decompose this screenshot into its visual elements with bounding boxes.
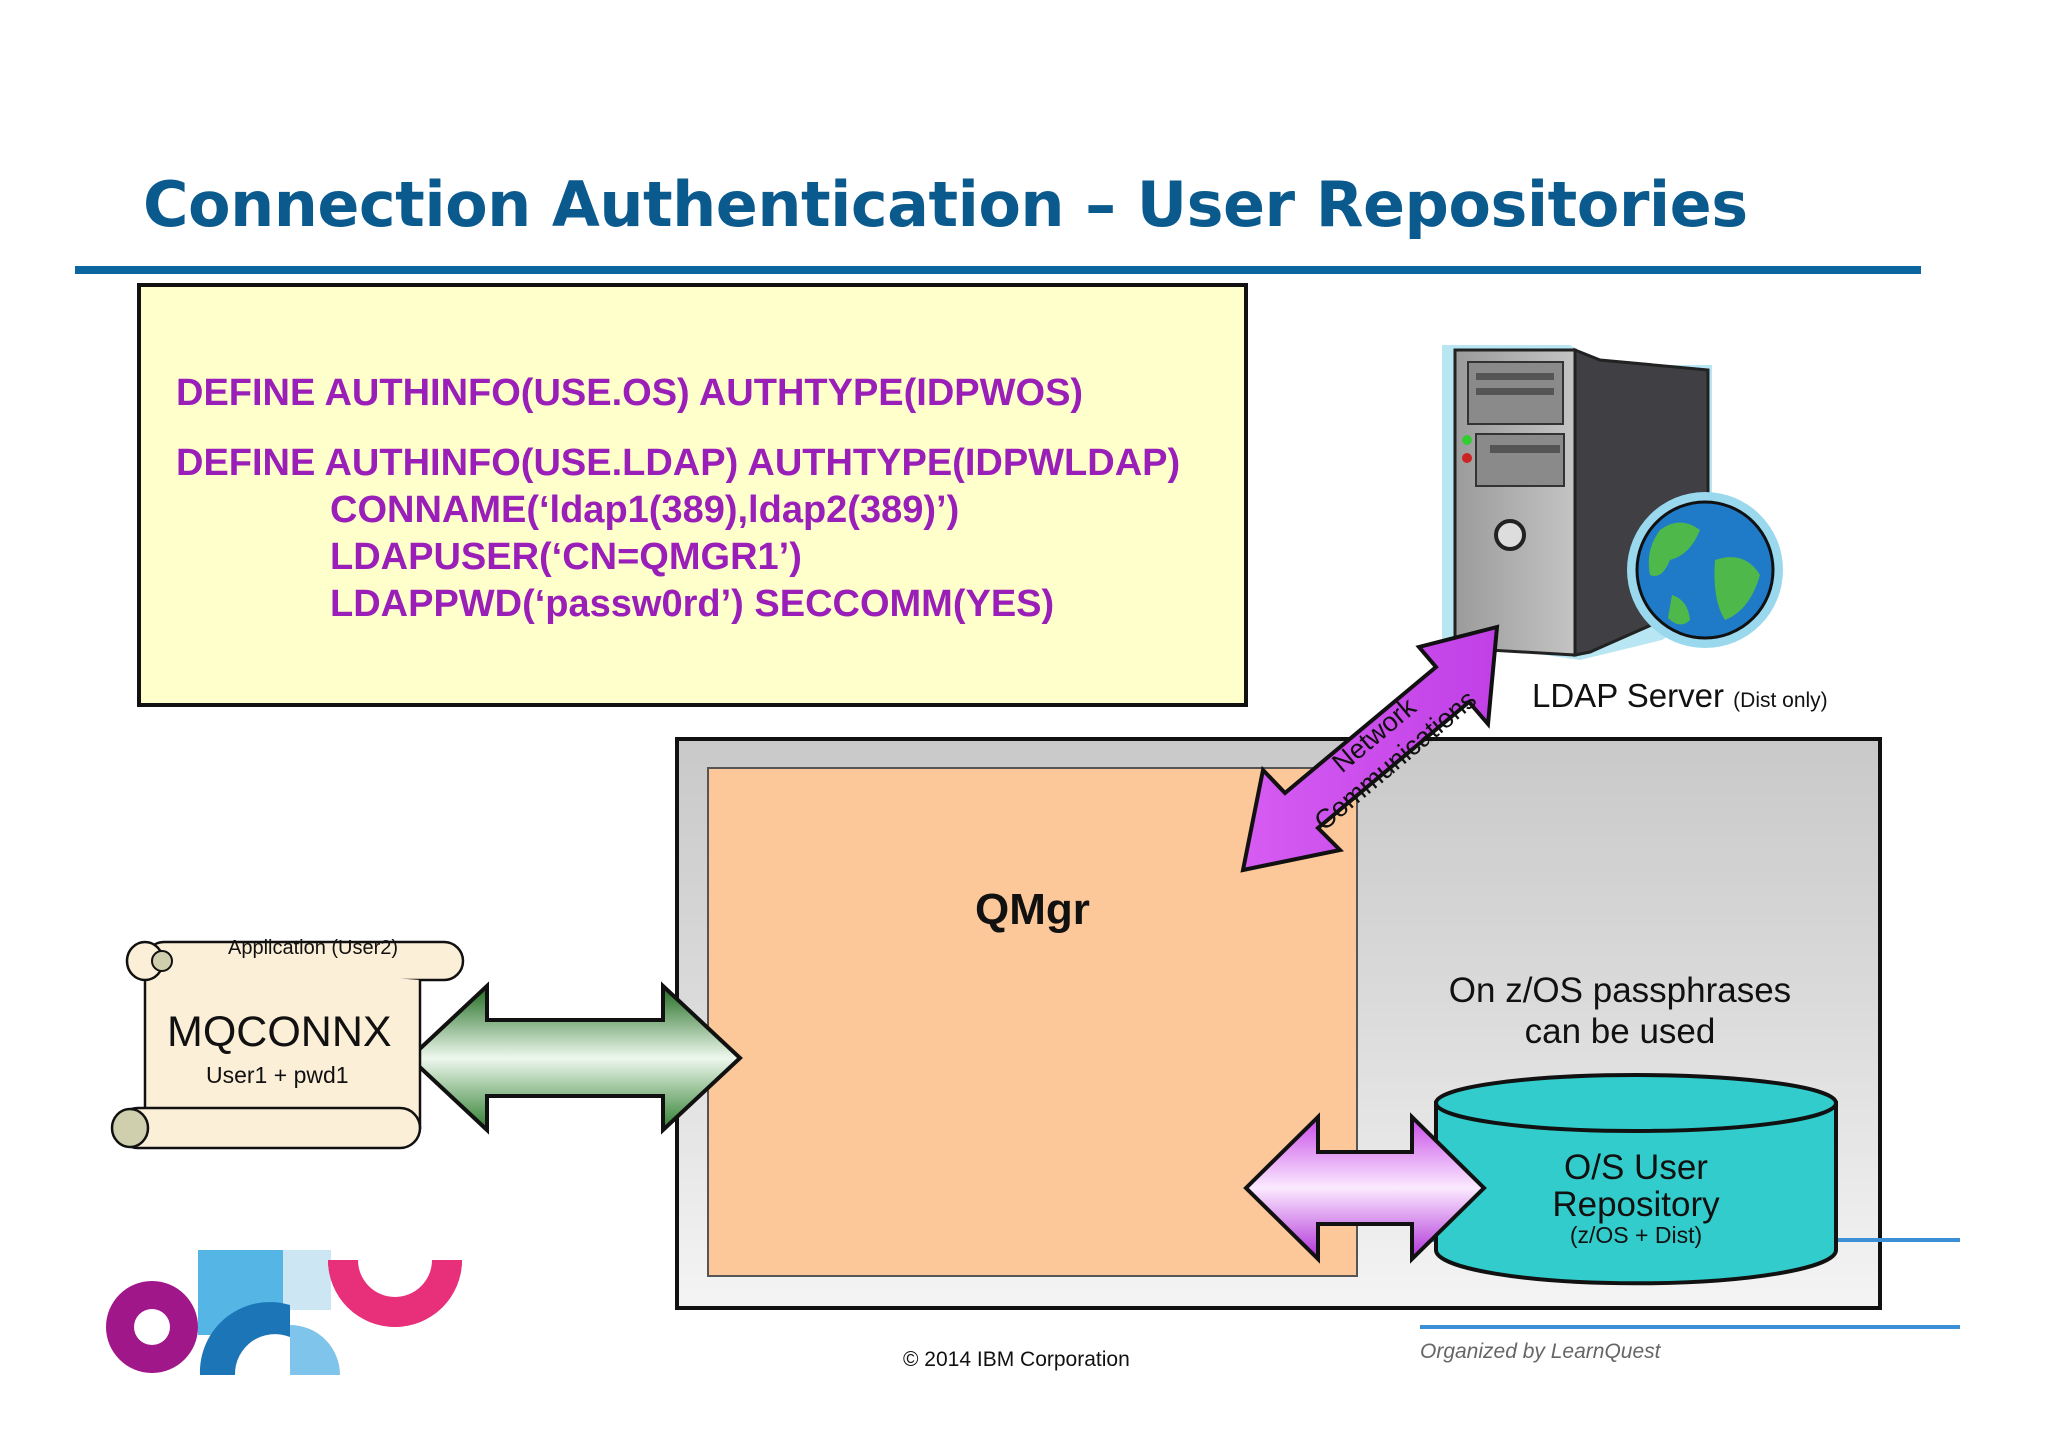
repository-label-line-2: Repository (1552, 1185, 1720, 1224)
ldap-server-qualifier: (Dist only) (1733, 689, 1828, 712)
ldap-server-name: LDAP Server (1532, 677, 1724, 714)
branding-line-bottom (1420, 1325, 1960, 1329)
authinfo-code-box (137, 283, 1248, 707)
code-line-1: DEFINE AUTHINFO(USE.OS) AUTHTYPE(IDPWOS) (176, 372, 1084, 414)
repository-label-line-1: O/S User (1564, 1148, 1708, 1187)
code-line-3: CONNAME(‘ldap1(389),ldap2(389)’) (330, 489, 960, 531)
code-line-5: LDAPPWD(‘passw0rd’) SECCOMM(YES) (330, 583, 1055, 625)
os-user-repository (1434, 1073, 1838, 1286)
credentials-label: User1 + pwd1 (206, 1062, 349, 1088)
ldap-server-label: LDAP Server (Dist only) (1532, 677, 1828, 715)
qmgr-label: QMgr (975, 885, 1090, 934)
application-double-arrow (407, 981, 743, 1135)
passphrase-note: On z/OS passphrases can be used (1420, 970, 1820, 1052)
company-logo (106, 1250, 462, 1375)
code-line-4: LDAPUSER(‘CN=QMGR1’) (330, 536, 802, 578)
code-line-2: DEFINE AUTHINFO(USE.LDAP) AUTHTYPE(IDPWL… (176, 442, 1181, 484)
application-label: Application (User2) (228, 937, 399, 959)
ldap-server-icon (1442, 345, 1783, 660)
copyright-footer: © 2014 IBM Corporation (903, 1348, 1130, 1371)
repository-label-line-3: (z/OS + Dist) (1569, 1222, 1703, 1248)
passphrase-line-1: On z/OS passphrases (1448, 971, 1792, 1010)
application-scroll (110, 940, 465, 1150)
mqconnx-label: MQCONNX (167, 1008, 392, 1056)
repository-double-arrow (1243, 1112, 1487, 1264)
page-title: Connection Authentication – User Reposit… (143, 168, 1748, 241)
passphrase-line-2: can be used (1524, 1012, 1716, 1051)
organized-by-text: Organized by LearnQuest (1420, 1340, 1661, 1363)
title-divider (75, 266, 1921, 274)
network-double-arrow (1240, 624, 1500, 873)
